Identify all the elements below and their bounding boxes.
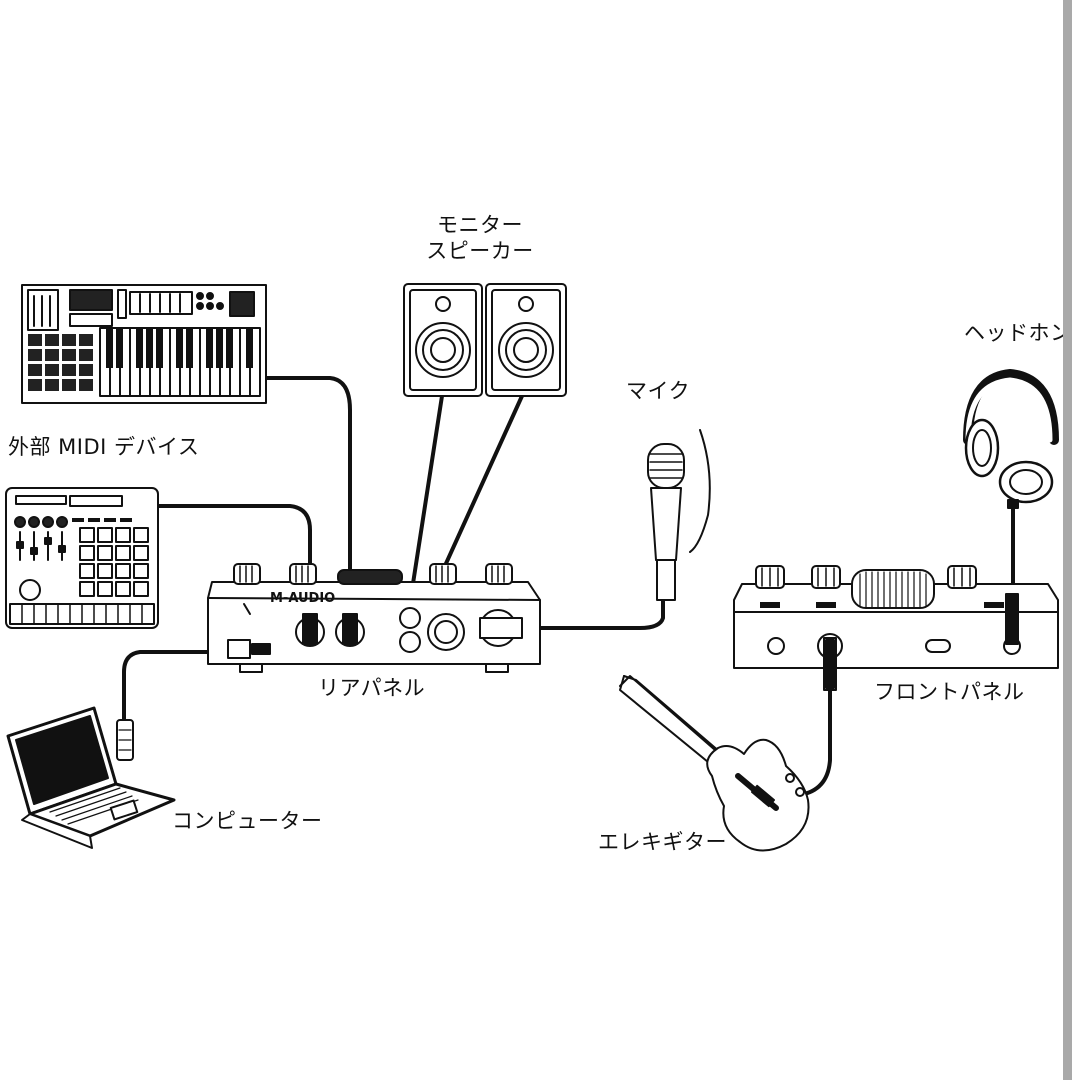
microphone [647,429,711,601]
cable-guitar [798,688,832,797]
speaker-label: モニター スピーカー [400,212,560,265]
midi-device-label: 外部 MIDI デバイス [8,435,200,459]
midi-keyboard [21,284,267,404]
cable-left-speaker [410,394,444,592]
cable-usb [122,650,240,724]
interface-rear-panel: M-AUDIO [207,563,541,673]
headphone-label: ヘッドホン [964,321,1072,345]
cable-keyboard [260,376,352,592]
pad-grid [79,527,149,597]
speaker-label-line2: スピーカー [426,239,534,264]
cable-pad-controller [156,504,312,592]
brand-logo: M-AUDIO [270,591,335,606]
guitar-label: エレキギター [598,830,727,854]
mic-label: マイク [626,379,691,403]
speaker-label-line1: モニター [437,213,523,237]
laptop-computer [6,706,176,849]
electric-guitar [619,675,810,852]
midi-pad-controller [5,487,159,629]
rear-panel-label: リアパネル [318,676,426,700]
front-panel-label: フロントパネル [874,680,1025,704]
cable-mic [518,598,665,630]
interface-front-panel [733,565,1059,691]
headphones [963,369,1059,509]
keyboard-keys [99,327,261,397]
monitor-speaker-left [403,283,483,397]
computer-label: コンピューター [172,809,323,833]
monitor-speaker-right [485,283,567,397]
scrollbar-track [1063,0,1072,1080]
